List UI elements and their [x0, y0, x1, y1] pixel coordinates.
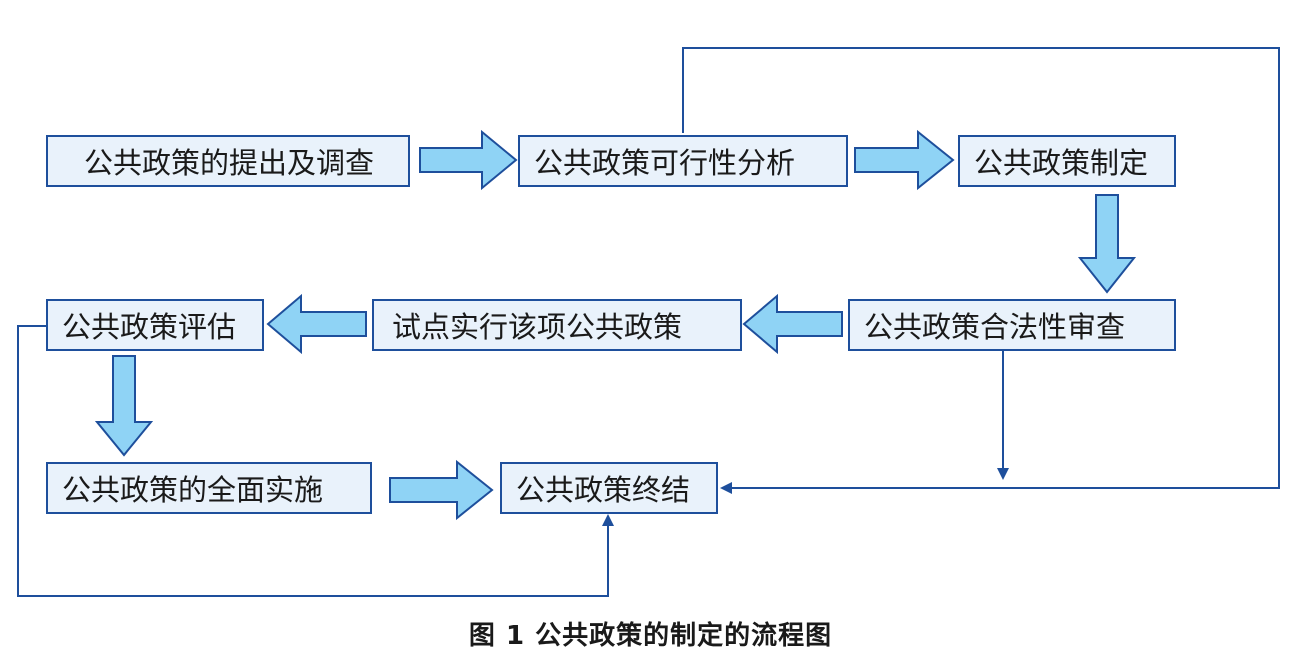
- block-arrow-feasibility-to-formulation: [854, 129, 955, 191]
- node-full-implementation: 公共政策的全面实施: [46, 462, 372, 514]
- node-termination: 公共政策终结: [500, 462, 718, 514]
- node-legality-review-label: 公共政策合法性审查: [864, 310, 1126, 344]
- node-feasibility: 公共政策可行性分析: [518, 135, 848, 187]
- block-arrow-evaluation-to-implementation: [94, 355, 154, 457]
- node-pilot-label: 试点实行该项公共政策: [392, 310, 683, 344]
- node-evaluation: 公共政策评估: [46, 299, 264, 351]
- node-pilot: 试点实行该项公共政策: [372, 299, 742, 351]
- node-evaluation-label: 公共政策评估: [62, 310, 237, 344]
- node-formulation: 公共政策制定: [958, 135, 1176, 187]
- block-arrow-implementation-to-termination: [389, 459, 494, 521]
- node-legality-review: 公共政策合法性审查: [848, 299, 1176, 351]
- node-termination-label: 公共政策终结: [516, 473, 691, 507]
- block-arrow-legality-to-pilot: [742, 293, 843, 355]
- block-arrow-proposal-to-feasibility: [419, 129, 518, 191]
- figure-caption: 图 1 公共政策的制定的流程图: [468, 621, 833, 651]
- node-feasibility-label: 公共政策可行性分析: [534, 146, 796, 180]
- block-arrow-formulation-to-legality: [1077, 194, 1137, 294]
- block-arrow-pilot-to-evaluation: [266, 293, 367, 355]
- node-formulation-label: 公共政策制定: [974, 146, 1149, 180]
- node-full-implementation-label: 公共政策的全面实施: [62, 473, 324, 507]
- feedback-line-feasibility-to-termination: [682, 47, 1280, 494]
- node-proposal-label: 公共政策的提出及调查: [84, 146, 375, 180]
- node-proposal: 公共政策的提出及调查: [46, 135, 410, 187]
- line-evaluation-to-termination: [17, 325, 614, 597]
